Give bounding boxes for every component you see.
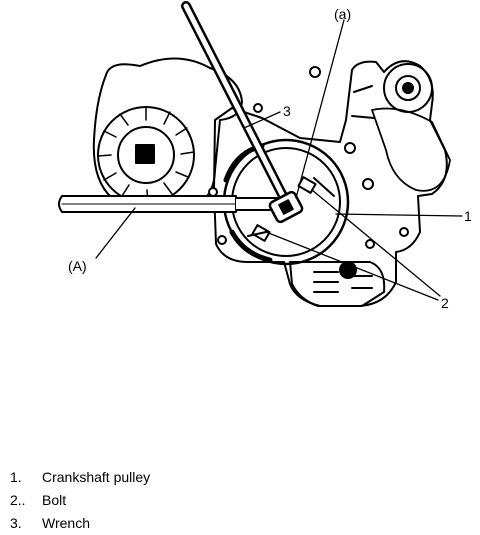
legend: 1. Crankshaft pulley 2.. Bolt 3. Wrench bbox=[10, 466, 310, 535]
callout-3: 3 bbox=[283, 103, 291, 119]
legend-item: 1. Crankshaft pulley bbox=[10, 466, 310, 489]
callout-a: (a) bbox=[334, 6, 352, 22]
callout-1: 1 bbox=[464, 208, 472, 224]
legend-number: 1. bbox=[10, 469, 22, 485]
oil-pump-plate bbox=[289, 261, 386, 307]
legend-item: 3. Wrench bbox=[10, 512, 310, 535]
legend-label: Bolt bbox=[42, 492, 67, 508]
callout-2: 2 bbox=[441, 295, 449, 311]
legend-label: Wrench bbox=[42, 515, 90, 531]
legend-item: 2.. Bolt bbox=[10, 489, 310, 512]
legend-number: 2.. bbox=[10, 492, 26, 508]
legend-label: Crankshaft pulley bbox=[42, 469, 151, 485]
front-cover bbox=[213, 60, 448, 307]
engine-diagram bbox=[58, 1, 463, 307]
callout-A: (A) bbox=[68, 258, 87, 274]
legend-number: 3. bbox=[10, 515, 22, 531]
